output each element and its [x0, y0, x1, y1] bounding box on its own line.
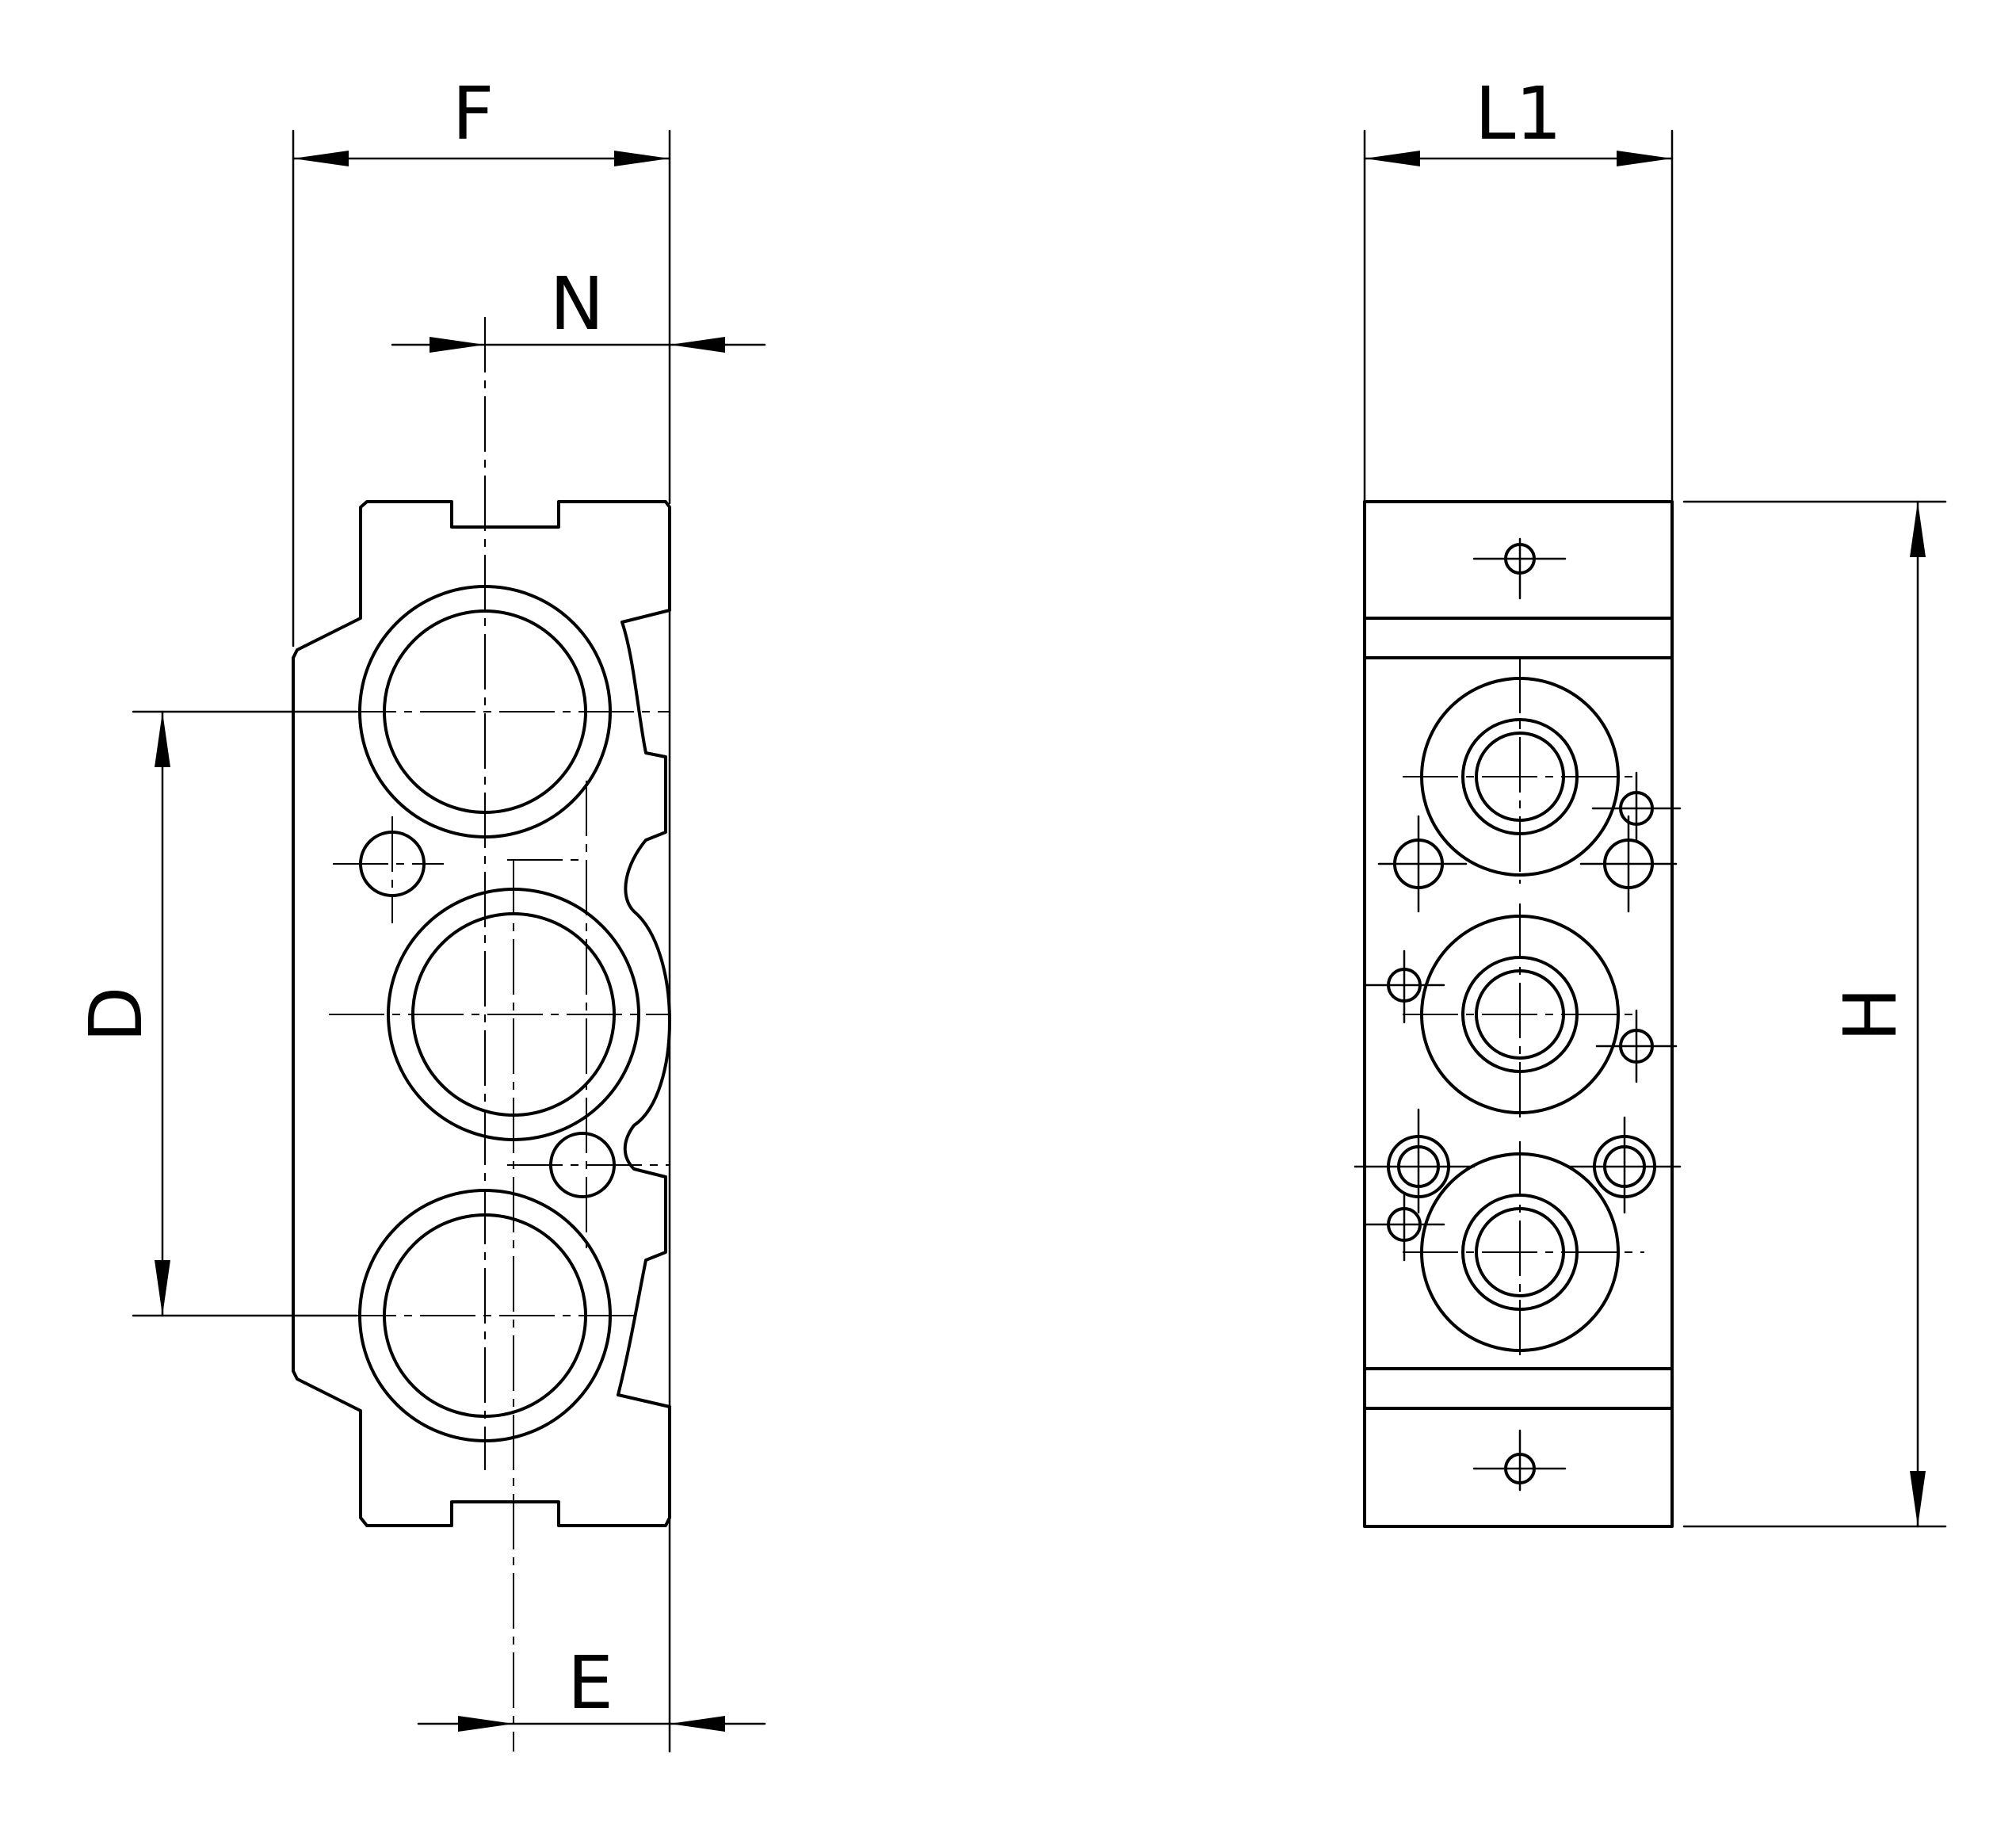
front-body [1363, 500, 1674, 1528]
dim-label-H: H [1828, 987, 1913, 1041]
dim-label-E: E [567, 1641, 613, 1725]
dim-label-N: N [550, 262, 605, 346]
dim-label-D: D [74, 987, 158, 1043]
dim-label-L1: L1 [1475, 71, 1562, 156]
dim-label-F: F [452, 71, 494, 156]
side-view: F N D E [74, 71, 766, 1753]
front-view: L1 H [1354, 71, 1947, 1528]
side-body-outline [292, 500, 671, 1527]
